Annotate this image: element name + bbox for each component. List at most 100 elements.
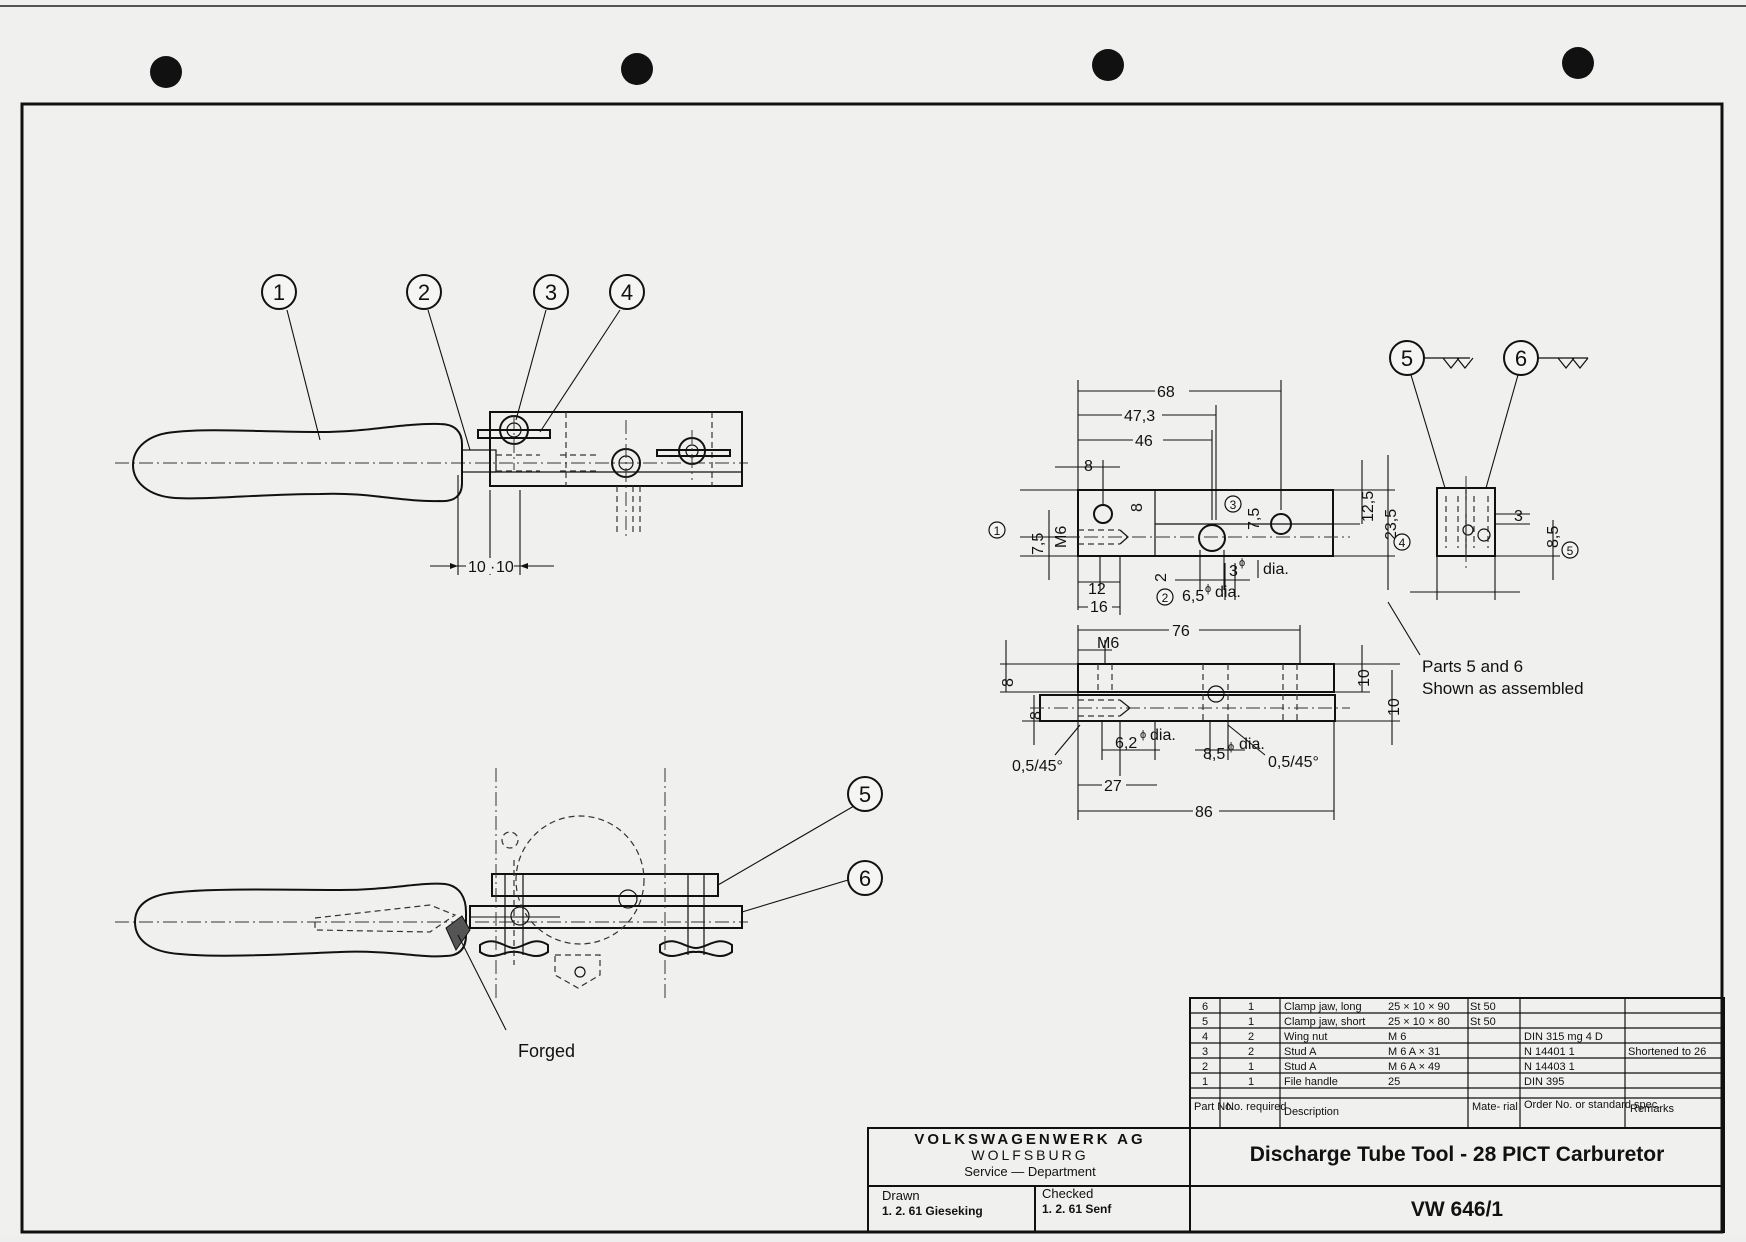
dim-6-2: 6,2 xyxy=(1115,735,1137,752)
balloon-label: 6 xyxy=(859,866,871,891)
balloon-6 xyxy=(847,860,883,896)
dim-10: 10 xyxy=(1356,669,1373,687)
company-city: WOLFSBURG xyxy=(971,1147,1088,1163)
parts-cell-desc: Stud A xyxy=(1284,1061,1317,1073)
svg-text:4: 4 xyxy=(1399,536,1406,550)
dim-dia: dia. xyxy=(1263,561,1289,578)
dim-16: 16 xyxy=(1090,599,1108,616)
svg-text:3: 3 xyxy=(1230,498,1237,512)
company-name: VOLKSWAGENWERK AG xyxy=(914,1131,1145,1148)
parts-cell-qty: 2 xyxy=(1248,1046,1254,1058)
parts-cell-part: 6 xyxy=(1202,1001,1208,1013)
parts-cell-order: N 14403 1 xyxy=(1524,1061,1575,1073)
punch-hole-icon xyxy=(621,53,653,85)
parts-cell-mat: St 50 xyxy=(1470,1016,1496,1028)
dim-8-5: 8,5 xyxy=(1203,746,1225,763)
parts-note-line1: Parts 5 and 6 xyxy=(1422,657,1523,676)
parts-cell-part: 1 xyxy=(1202,1076,1208,1088)
dim-27: 27 xyxy=(1104,778,1122,795)
parts-cell-part: 2 xyxy=(1202,1061,1208,1073)
dim-6-5: 6,5 xyxy=(1182,588,1204,605)
dim-8-5: 8,5 xyxy=(1545,526,1562,548)
parts-cell-remarks: Shortened to 26 xyxy=(1628,1046,1706,1058)
parts-cell-qty: 2 xyxy=(1248,1031,1254,1043)
svg-text:ϕ: ϕ xyxy=(1228,741,1234,753)
parts-cell-desc: Stud A xyxy=(1284,1046,1317,1058)
svg-text:1: 1 xyxy=(994,524,1001,538)
svg-text:ϕ: ϕ xyxy=(1239,557,1245,569)
department: Service — Department xyxy=(964,1164,1096,1179)
forged-callout: Forged xyxy=(518,1041,575,1061)
dim-2: 2 xyxy=(1153,573,1170,582)
parts-cell-qty: 1 xyxy=(1248,1001,1254,1013)
checked-value: 1. 2. 61 Senf xyxy=(1042,1202,1112,1216)
dim-10: 10 xyxy=(468,559,486,576)
punch-holes xyxy=(150,47,1594,88)
balloon-5 xyxy=(847,776,883,812)
dim-12-5: 12,5 xyxy=(1360,491,1377,522)
dim-m6: M6 xyxy=(1097,635,1119,652)
parts-note-line2: Shown as assembled xyxy=(1422,679,1584,698)
header-description: Description xyxy=(1284,1106,1339,1118)
parts-cell-size: 25 × 10 × 80 xyxy=(1388,1016,1450,1028)
dim-46: 46 xyxy=(1135,433,1153,450)
svg-text:5: 5 xyxy=(1567,544,1574,558)
dim-m6: M6 xyxy=(1053,526,1070,548)
parts-cell-mat: St 50 xyxy=(1470,1001,1496,1013)
dim-7-5-left: 7,5 xyxy=(1030,533,1047,555)
dim-8: 8 xyxy=(1000,678,1017,687)
parts-cell-order: N 14401 1 xyxy=(1524,1046,1575,1058)
parts-cell-part: 3 xyxy=(1202,1046,1208,1058)
dim-10: 10 xyxy=(1386,698,1403,716)
header-material: Mate- rial xyxy=(1472,1101,1518,1113)
svg-text:ϕ: ϕ xyxy=(1205,583,1211,595)
dim-47-3: 47,3 xyxy=(1124,408,1155,425)
balloon-2 xyxy=(406,274,442,310)
dim-3: 3 xyxy=(1229,563,1238,580)
view-jaw-end: 3 8,5 5 5 6 xyxy=(1389,340,1589,600)
header-part-no: Part No. xyxy=(1194,1101,1234,1113)
parts-cell-qty: 1 xyxy=(1248,1016,1254,1028)
svg-text:ϕ: ϕ xyxy=(1140,729,1146,741)
dim-3: 3 xyxy=(1514,508,1523,525)
dim-76: 76 xyxy=(1172,623,1190,640)
balloon-label: 2 xyxy=(418,280,430,305)
punch-hole-icon xyxy=(150,56,182,88)
drawing-number: VW 646/1 xyxy=(1411,1198,1504,1221)
checked-label: Checked xyxy=(1042,1186,1093,1201)
balloon-5: 5 xyxy=(1401,346,1413,371)
parts-cell-qty: 1 xyxy=(1248,1061,1254,1073)
drawn-label: Drawn xyxy=(882,1188,920,1203)
view-handle-top: 10 · 10 xyxy=(115,411,748,576)
parts-cell-desc: File handle xyxy=(1284,1076,1338,1088)
balloon-label: 3 xyxy=(545,280,557,305)
dim-8: 8 xyxy=(1084,458,1093,475)
dim-8: 8 xyxy=(1028,711,1045,720)
dim-dia: dia. xyxy=(1215,584,1241,601)
dim-86: 86 xyxy=(1195,804,1213,821)
svg-text:2: 2 xyxy=(1162,591,1169,605)
view-jaws-side: 76 M6 8 8 10 10 6,2 ϕ dia. 8,5 ϕ dia. 0,… xyxy=(1000,620,1403,821)
parts-cell-desc: Clamp jaw, long xyxy=(1284,1001,1362,1013)
parts-cell-part: 5 xyxy=(1202,1016,1208,1028)
dim-10: 10 xyxy=(496,559,514,576)
parts-cell-size: M 6 A × 31 xyxy=(1388,1046,1440,1058)
parts-cell-part: 4 xyxy=(1202,1031,1208,1043)
balloon-3 xyxy=(533,274,569,310)
punch-hole-icon xyxy=(1092,49,1124,81)
dim-7-5: 7,5 xyxy=(1246,508,1263,530)
view-handle-side: Forged 5 6 xyxy=(115,768,883,1061)
punch-hole-icon xyxy=(1562,47,1594,79)
dim-23-5: 23,5 xyxy=(1383,509,1400,540)
dim-8-vertical: 8 xyxy=(1129,503,1146,512)
balloon-label: 1 xyxy=(273,280,285,305)
balloon-label: 4 xyxy=(621,280,633,305)
header-no-required: No. required xyxy=(1226,1101,1287,1113)
parts-cell-qty: 1 xyxy=(1248,1076,1254,1088)
balloon-6: 6 xyxy=(1515,346,1527,371)
parts-cell-order: DIN 315 mg 4 D xyxy=(1524,1031,1603,1043)
balloons-top: 1 2 3 4 xyxy=(261,274,645,451)
parts-cell-order: DIN 395 xyxy=(1524,1076,1564,1088)
